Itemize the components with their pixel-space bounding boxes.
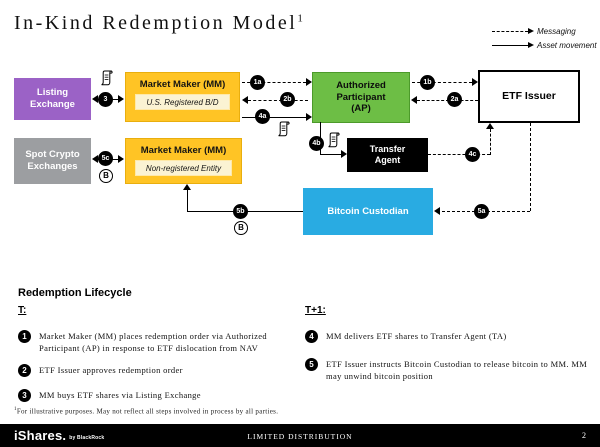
dashed-arrow-icon [492,27,534,34]
connector-line [490,129,491,155]
solid-arrow-icon [492,41,534,48]
scroll-document-icon [278,121,290,137]
bitcoin-custodian-node: Bitcoin Custodian [303,188,433,235]
blackrock-logo-text: by BlackRock [69,435,105,441]
bitcoin-custodian-label: Bitcoin Custodian [327,205,409,217]
footnote-superscript: 1 [14,407,17,412]
market-maker-nonreg-title: Market Maker (MM) [140,145,227,156]
transfer-agent-node: Transfer Agent [347,138,428,172]
ishares-logo-text: iShares. [14,428,67,443]
step-badge-4b: 4b [309,136,324,151]
arrowhead-right [118,95,124,103]
step-number-badge: 5 [305,358,318,371]
connector-line [187,190,188,211]
step-badge-4a: 4a [255,109,270,124]
step-badge-1b: 1b [420,75,435,90]
lifecycle-t1-label: T+1: [305,305,326,316]
step-text: MM buys ETF shares via Listing Exchange [39,390,201,400]
page-title: In-Kind Redemption Model1 [14,12,303,35]
lifecycle-step-5: 5 ETF Issuer instructs Bitcoin Custodian… [305,358,590,383]
spot-crypto-exchanges-node: Spot Crypto Exchanges [14,138,91,184]
page-title-text: In-Kind Redemption Model [14,12,298,34]
step-text: Market Maker (MM) places redemption orde… [39,331,268,354]
page-number: 2 [582,431,586,440]
authorized-participant-label: Authorized Participant (AP) [336,79,386,115]
step-badge-2b: 2b [280,92,295,107]
connector-line [530,123,531,211]
market-maker-nonreg-node: Market Maker (MM) Non-registered Entity [125,138,242,184]
market-maker-us-subtitle: U.S. Registered B/D [135,94,230,110]
lifecycle-step-4: 4 MM delivers ETF shares to Transfer Age… [305,330,590,343]
step-badge-5c: 5c [98,151,113,166]
step-badge-1a: 1a [250,75,265,90]
market-maker-us-node: Market Maker (MM) U.S. Registered B/D [125,72,240,122]
lifecycle-t-label: T: [18,305,27,316]
scroll-document-icon [101,70,113,86]
step-badge-5b: 5b [233,204,248,219]
lifecycle-heading: Redemption Lifecycle [18,287,132,299]
etf-issuer-node: ETF Issuer [478,70,580,123]
lifecycle-step-2: 2 ETF Issuer approves redemption order [18,364,280,377]
page-title-superscript: 1 [297,12,303,25]
step-badge-5a: 5a [474,204,489,219]
legend-label: Asset movement [537,40,597,50]
footer-bar: iShares.by BlackRock LIMITED DISTRIBUTIO… [0,424,600,447]
arrowhead-left [434,207,440,215]
market-maker-us-title: Market Maker (MM) [139,79,226,90]
connector-line [412,82,472,83]
arrowhead-right [472,78,478,86]
connector-line [320,154,341,155]
footnote: 1For illustrative purposes. May not refl… [14,407,278,415]
listing-exchange-node: Listing Exchange [14,78,91,120]
step-badge-2a: 2a [447,92,462,107]
step-text: ETF Issuer approves redemption order [39,365,183,375]
footnote-text: For illustrative purposes. May not refle… [16,407,279,416]
arrowhead-right [306,78,312,86]
ishares-logo: iShares.by BlackRock [14,428,104,443]
authorized-participant-node: Authorized Participant (AP) [312,72,410,123]
step-number-badge: 1 [18,330,31,343]
footer-distribution-label: LIMITED DISTRIBUTION [247,432,353,441]
lifecycle-step-1: 1 Market Maker (MM) places redemption or… [18,330,280,355]
arrowhead-left [92,95,98,103]
step-text: MM delivers ETF shares to Transfer Agent… [326,331,507,341]
step-number-badge: 2 [18,364,31,377]
connector-line [428,154,490,155]
connector-line [248,100,308,101]
listing-exchange-label: Listing Exchange [30,87,75,110]
legend-label: Messaging [537,26,576,36]
bitcoin-symbol-badge: B [99,169,113,183]
connector-line [242,82,306,83]
etf-issuer-label: ETF Issuer [502,89,556,102]
legend: Messaging Asset movement [492,24,598,52]
step-text: ETF Issuer instructs Bitcoin Custodian t… [326,359,588,382]
arrowhead-left [242,96,248,104]
arrowhead-right [306,113,312,121]
step-number-badge: 4 [305,330,318,343]
market-maker-nonreg-subtitle: Non-registered Entity [135,160,232,176]
arrowhead-right [341,150,347,158]
step-number-badge: 3 [18,389,31,402]
arrowhead-right [118,155,124,163]
step-badge-4c: 4c [465,147,480,162]
connector-line [242,117,306,118]
spot-crypto-exchanges-label: Spot Crypto Exchanges [25,149,80,172]
bitcoin-symbol-badge: B [234,221,248,235]
transfer-agent-label: Transfer Agent [369,143,406,165]
arrowhead-up [183,184,191,190]
legend-row-messaging: Messaging [492,24,598,38]
scroll-document-icon [328,132,340,148]
arrowhead-left [411,96,417,104]
arrowhead-left [92,155,98,163]
arrowhead-up [486,123,494,129]
lifecycle-step-3: 3 MM buys ETF shares via Listing Exchang… [18,389,280,402]
legend-row-asset-movement: Asset movement [492,38,598,52]
step-badge-3: 3 [98,92,113,107]
